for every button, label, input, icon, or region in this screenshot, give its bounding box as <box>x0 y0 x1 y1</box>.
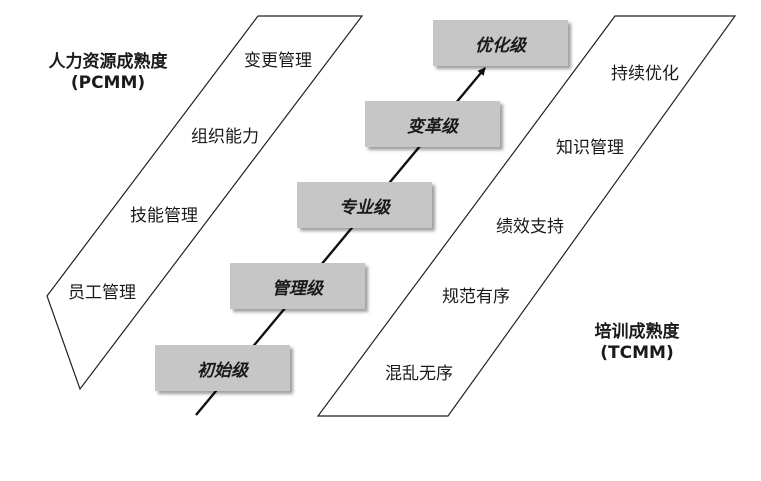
tcmm-dimension-standardized: 规范有序 <box>442 287 510 307</box>
pcmm-dimension-skill-mgmt: 技能管理 <box>130 206 198 226</box>
pcmm-dimension-staff-mgmt: 员工管理 <box>68 283 136 303</box>
pcmm-dimension-change-mgmt: 变更管理 <box>244 51 312 71</box>
pcmm-title-text: 人力资源成熟度 <box>48 52 168 72</box>
level-initial: 初始级 <box>155 345 290 391</box>
tcmm-dimension-performance-support: 绩效支持 <box>496 217 564 237</box>
tcmm-title: 培训成熟度 (TCMM) <box>584 322 690 364</box>
level-transformation: 变革级 <box>365 101 500 147</box>
pcmm-title: 人力资源成熟度 (PCMM) <box>40 52 176 94</box>
tcmm-dimension-knowledge-mgmt: 知识管理 <box>556 138 624 158</box>
tcmm-title-abbr: (TCMM) <box>600 343 674 363</box>
tcmm-dimension-chaotic: 混乱无序 <box>385 364 453 384</box>
tcmm-parallelogram <box>316 15 737 417</box>
pcmm-title-abbr: (PCMM) <box>70 73 146 93</box>
level-managed: 管理级 <box>230 263 365 309</box>
tcmm-dimension-continuous-optimization: 持续优化 <box>611 64 679 84</box>
level-optimizing: 优化级 <box>433 20 568 66</box>
level-professional: 专业级 <box>297 182 432 228</box>
pcmm-dimension-org-capability: 组织能力 <box>191 127 259 147</box>
tcmm-title-text: 培训成熟度 <box>594 322 680 342</box>
pcmm-parallelogram <box>46 15 364 391</box>
